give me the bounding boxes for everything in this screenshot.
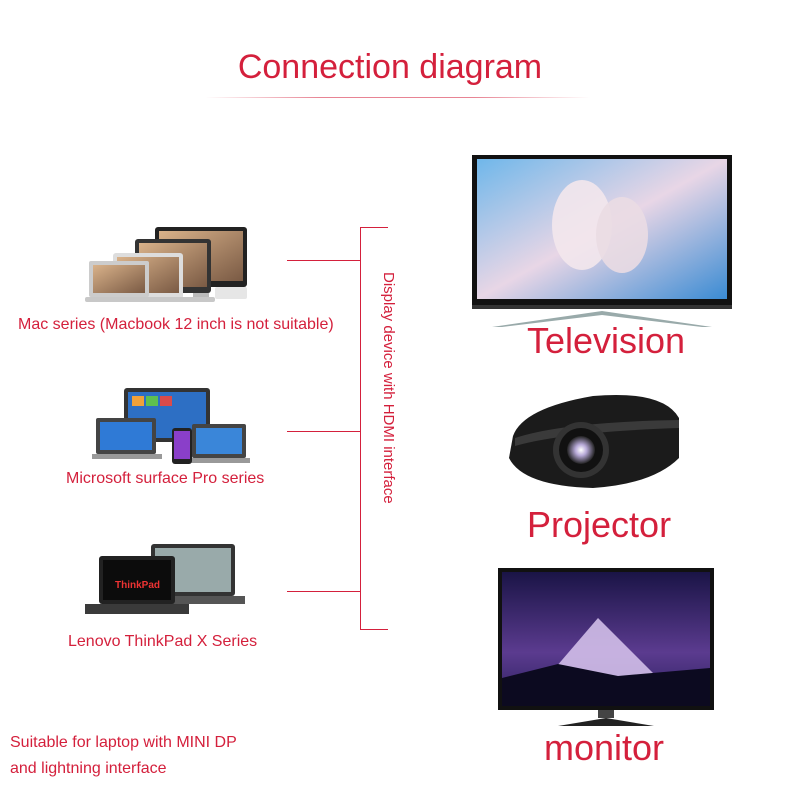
- source-label-mac: Mac series (Macbook 12 inch is not suita…: [18, 316, 334, 334]
- mac-devices-image: [85, 225, 255, 305]
- footnote: Suitable for laptop with MINI DP and lig…: [10, 730, 237, 782]
- vertical-label-container: Display device with HDMI interface: [375, 272, 399, 534]
- bracket-top-cap: [360, 227, 388, 228]
- bracket-bottom-cap: [360, 629, 388, 630]
- svg-text:ThinkPad: ThinkPad: [115, 580, 160, 591]
- display-label-monitor: monitor: [544, 727, 664, 769]
- display-label-television: Television: [527, 320, 685, 362]
- surface-devices-image: [92, 388, 252, 466]
- connector-mac: [287, 260, 360, 261]
- footnote-line-1: Suitable for laptop with MINI DP: [10, 730, 237, 756]
- thinkpad-devices-image: ThinkPad: [85, 542, 250, 618]
- source-label-thinkpad: Lenovo ThinkPad X Series: [68, 633, 257, 651]
- title-underline: [205, 97, 590, 98]
- diagram-title: Connection diagram: [0, 48, 780, 87]
- footnote-line-2: and lightning interface: [10, 756, 237, 782]
- television-image: [472, 155, 732, 327]
- source-label-surface: Microsoft surface Pro series: [66, 470, 264, 488]
- connector-thinkpad: [287, 591, 360, 592]
- display-label-projector: Projector: [527, 504, 671, 546]
- bracket-vertical: [360, 227, 361, 630]
- monitor-image: [498, 568, 714, 726]
- connector-surface: [287, 431, 360, 432]
- vertical-label: Display device with HDMI interface: [380, 272, 397, 504]
- projector-image: [503, 388, 683, 498]
